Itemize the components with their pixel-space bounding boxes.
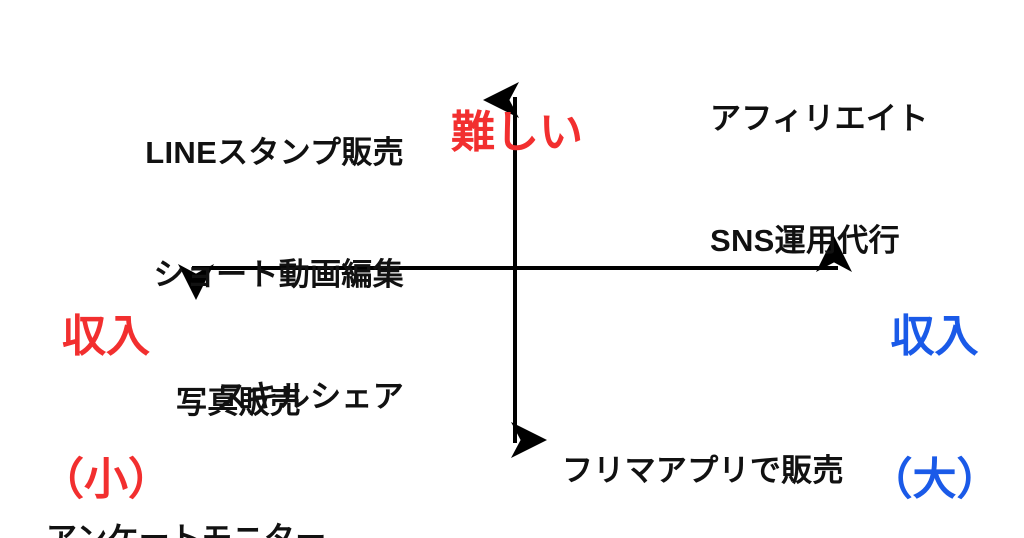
quadrant-item: アンケートモニター	[46, 521, 446, 538]
axis-label-income-high-line2: （大）	[868, 454, 1001, 504]
quadrant-item: ショート動画編集	[153, 256, 404, 292]
axis-label-income-low-line1: 収入	[62, 312, 150, 362]
quadrant-item: アフィリエイト	[710, 101, 929, 137]
quadrant-hard-high-income: アフィリエイト SNS運用代行	[710, 28, 1020, 345]
axis-label-income-high: 収入 （大）	[852, 218, 1017, 538]
quadrant-easy-high-income: フリマアプリで販売	[562, 380, 942, 538]
axis-label-income-high-line1: 収入	[890, 312, 979, 362]
quadrant-easy-low-income: 写真販売 アンケートモニター データ入力 ポイ活	[46, 312, 446, 538]
quadrant-item: フリマアプリで販売	[562, 453, 844, 489]
axis-label-hard-text: 難しい	[451, 108, 583, 158]
quadrant-item: 写真販売	[176, 385, 302, 421]
axis-label-income-low-line2: （小）	[40, 454, 172, 504]
axis-label-hard: 難しい	[412, 14, 622, 252]
quadrant-item: スキルシェア	[216, 378, 404, 414]
quadrant-item: SNS運用代行	[710, 222, 900, 258]
quadrant-item: LINEスタンプ販売	[145, 135, 404, 171]
axis-label-income-low: 収入 （小）	[26, 218, 186, 538]
quadrant-hard-low-income: LINEスタンプ販売 ショート動画編集 スキルシェア	[74, 62, 404, 488]
